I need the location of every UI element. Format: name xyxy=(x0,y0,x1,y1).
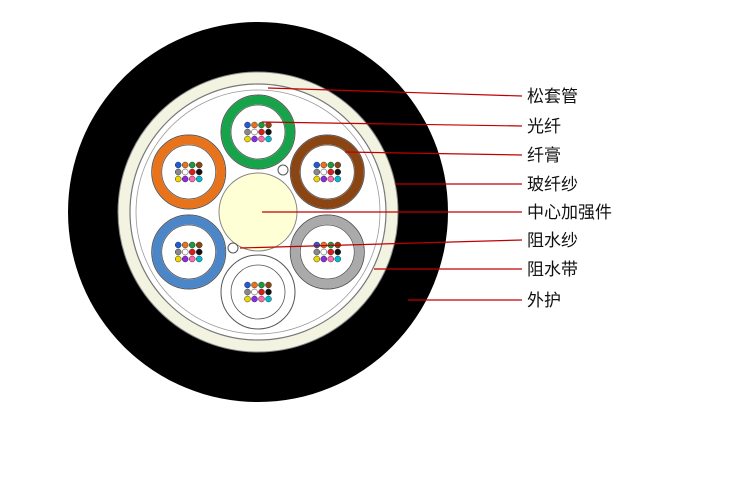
label-glass-yarn: 玻纤纱 xyxy=(527,175,578,195)
optical-fiber xyxy=(313,161,321,169)
optical-fiber xyxy=(327,248,335,256)
water-blocking-yarn xyxy=(277,164,289,176)
optical-fiber xyxy=(320,255,328,263)
tube-wall-green xyxy=(221,95,295,169)
optical-fiber xyxy=(174,168,182,176)
optical-fiber xyxy=(327,161,335,169)
optical-fiber xyxy=(244,135,251,143)
fiber-gel-brown xyxy=(299,144,355,200)
optical-fiber xyxy=(188,175,196,183)
optical-fiber xyxy=(258,128,265,136)
leader-line-loose-tube xyxy=(267,87,523,97)
leader-lines xyxy=(239,87,523,301)
tube-wall-gray xyxy=(290,215,364,289)
optical-fiber xyxy=(320,161,328,169)
optical-fiber xyxy=(265,121,272,129)
optical-fiber xyxy=(195,161,203,169)
optical-fiber xyxy=(251,135,258,143)
optical-fiber xyxy=(251,288,258,296)
optical-fiber xyxy=(258,281,265,289)
optical-fiber xyxy=(334,255,342,263)
optical-fiber xyxy=(251,128,258,136)
optical-fiber xyxy=(174,255,182,263)
optical-fiber xyxy=(258,295,265,303)
loose-tubes xyxy=(151,94,365,330)
fiber-gel-gray xyxy=(299,224,355,280)
optical-fiber xyxy=(188,161,196,169)
optical-fiber xyxy=(174,161,182,169)
optical-fiber xyxy=(195,255,203,263)
label-water-blocking-yarn: 阻水纱 xyxy=(527,231,578,251)
label-fiber: 光纤 xyxy=(527,117,561,137)
optical-fiber xyxy=(313,248,321,256)
label-loose-tube: 松套管 xyxy=(527,87,578,107)
optical-fiber xyxy=(251,281,258,289)
optical-fiber xyxy=(313,255,321,263)
optical-fiber xyxy=(334,161,342,169)
optical-fiber xyxy=(244,128,251,136)
optical-fiber xyxy=(181,161,189,169)
optical-fiber xyxy=(265,135,272,143)
fiber-gel-white xyxy=(230,264,286,320)
water-blocking-yarn xyxy=(227,242,239,254)
optical-fiber xyxy=(251,121,258,129)
optical-fiber xyxy=(244,288,251,296)
optical-fiber xyxy=(258,121,265,129)
tube-wall-brown xyxy=(290,135,364,209)
optical-fiber xyxy=(188,241,196,249)
optical-fiber xyxy=(313,168,321,176)
optical-fiber xyxy=(244,295,251,303)
optical-fiber xyxy=(195,175,203,183)
label-water-blocking-tape: 阻水带 xyxy=(527,260,578,280)
optical-fiber xyxy=(244,281,251,289)
tube-wall-blue xyxy=(152,215,226,289)
optical-fiber xyxy=(265,281,272,289)
optical-fiber xyxy=(174,248,182,256)
optical-fiber xyxy=(320,248,328,256)
label-fiber-gel: 纤膏 xyxy=(527,145,561,166)
optical-fiber xyxy=(313,175,321,183)
optical-fiber xyxy=(320,175,328,183)
optical-fiber xyxy=(244,121,251,129)
optical-fiber xyxy=(327,168,335,176)
optical-fiber xyxy=(334,168,342,176)
optical-fiber xyxy=(174,241,182,249)
optical-fiber xyxy=(327,175,335,183)
optical-fiber xyxy=(181,255,189,263)
fiber-gel-green xyxy=(230,104,286,160)
optical-fiber xyxy=(334,175,342,183)
optical-fiber xyxy=(313,241,321,249)
optical-fiber xyxy=(334,248,342,256)
optical-fiber xyxy=(265,295,272,303)
optical-fiber xyxy=(251,295,258,303)
label-central-strength-member: 中心加强件 xyxy=(527,203,612,223)
tube-wall-orange xyxy=(152,135,226,209)
optical-fiber xyxy=(181,248,189,256)
optical-fiber xyxy=(327,255,335,263)
fiber-gel-orange xyxy=(161,144,217,200)
optical-fiber xyxy=(188,248,196,256)
optical-fiber xyxy=(265,288,272,296)
optical-fiber xyxy=(195,241,203,249)
leader-line-fiber xyxy=(261,121,523,127)
leader-line-fiber-gel xyxy=(344,151,523,156)
label-outer-sheath: 外护 xyxy=(527,291,561,311)
optical-fiber xyxy=(188,255,196,263)
optical-fiber xyxy=(195,168,203,176)
optical-fiber xyxy=(320,168,328,176)
optical-fiber xyxy=(258,288,265,296)
optical-fiber xyxy=(181,175,189,183)
optical-fiber xyxy=(195,248,203,256)
optical-fiber xyxy=(181,241,189,249)
fiber-gel-blue xyxy=(161,224,217,280)
leader-line-water-blocking-yarn xyxy=(239,239,523,249)
optical-fiber xyxy=(265,128,272,136)
optical-fiber xyxy=(258,135,265,143)
optical-fiber xyxy=(181,168,189,176)
optical-fiber xyxy=(188,168,196,176)
optical-fiber xyxy=(174,175,182,183)
